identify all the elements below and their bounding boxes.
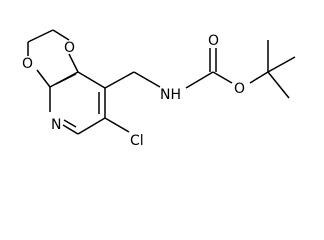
bond-c4a-c8a-inner xyxy=(55,73,77,85)
atom-o-ring-top: O xyxy=(64,40,75,56)
bond-c8-ch2 xyxy=(104,71,135,89)
bond-ch2-nh xyxy=(133,71,161,88)
bond-nh-carbonyl xyxy=(185,71,214,89)
bond-c7-c6 xyxy=(77,117,106,135)
bond-o-bottom-c4a xyxy=(36,69,51,88)
bond-c6-n-inner xyxy=(63,119,77,128)
atom-o-carbonyl: O xyxy=(208,33,219,49)
atom-n-pyridine: N xyxy=(51,117,61,133)
bond-cq-me-right xyxy=(267,56,296,73)
bond-o-ester-cq xyxy=(249,71,269,84)
bond-c6-n xyxy=(62,124,79,135)
molecule-drawing: O O N Cl NH O O xyxy=(22,29,296,149)
bond-c7-cl xyxy=(104,117,130,133)
atom-o-ring-bottom: O xyxy=(22,56,33,72)
bond-ch2-ch2 xyxy=(27,29,54,43)
bond-c8a-o-top xyxy=(68,53,79,73)
atom-o-ester: O xyxy=(234,81,245,97)
atom-nh: NH xyxy=(160,87,181,103)
bond-o-top-ch2 xyxy=(52,29,70,41)
atom-cl: Cl xyxy=(130,133,144,149)
bond-cq-me-bottom xyxy=(267,71,290,99)
bond-c8a-c8 xyxy=(77,71,106,89)
bond-carbonyl-o-ester xyxy=(212,71,233,84)
structure-diagram: O O N Cl NH O O xyxy=(22,29,296,149)
